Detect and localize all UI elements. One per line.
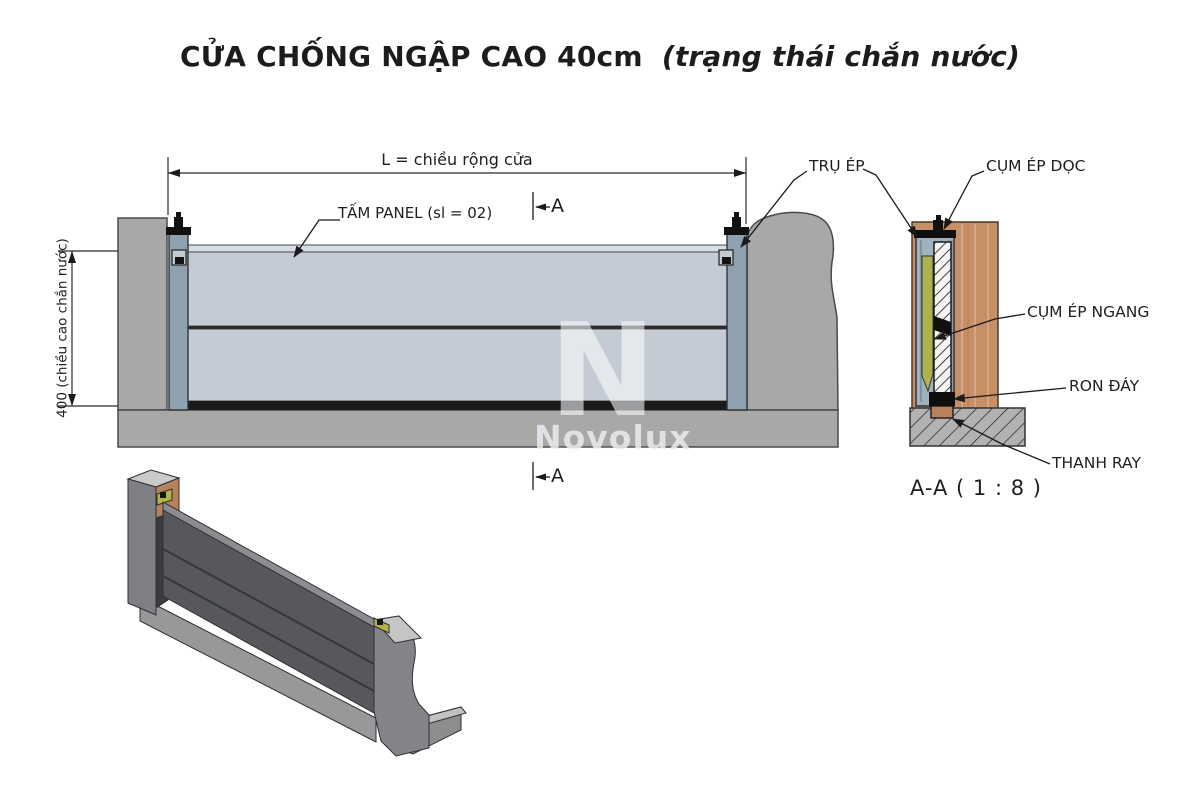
post-callout-label: TRỤ ÉP [809,157,865,175]
height-dimension-label: 400 (chiều cao chắn nước) [54,238,71,418]
clamp-bar [921,255,934,393]
section-cut-marks [532,192,550,490]
pillar-right [373,615,467,757]
elevation-view [58,157,839,490]
vertical-clamp-callout-label: CỤM ÉP DỌC [986,157,1086,175]
panel-callout-label: TẤM PANEL (sl = 02) [338,204,493,222]
right-post [718,212,749,411]
panel-upper [187,251,729,327]
mid-clamp-joint [934,316,951,336]
section-caption: A-A ( 1 : 8 ) [910,476,1042,500]
panel-stack [187,244,729,410]
right-wall [746,211,839,411]
vertical-clamp-assembly [914,215,956,238]
panel-lower [187,328,729,402]
base-walkway [139,596,377,743]
watermark-brand: Novolux [534,418,692,457]
title-main: CỬA CHỐNG NGẬP CAO 40cm [179,40,643,73]
left-wall [117,217,168,411]
section-view [740,168,1067,465]
width-dimension [167,157,747,224]
perspective-view [126,469,467,757]
title-sub: (trạng thái chắn nước) [661,40,1021,73]
height-dimension [58,250,118,407]
horizontal-clamp-callout-label: CỤM ÉP NGANG [1027,303,1150,321]
floor-slab [117,409,839,448]
leader-lines [740,168,1067,465]
concrete-floor-hatched [909,407,1026,447]
watermark-logo: N [549,297,657,446]
rail-callout-label: THANH RAY [1052,454,1141,472]
panel-divider [188,326,728,329]
bottom-gasket-callout-label: RON ĐÁY [1069,377,1140,395]
rail-block [930,405,954,419]
section-marker-bottom: A [551,465,564,487]
diagram-title: CỬA CHỐNG NGẬP CAO 40cm (trạng thái chắn… [0,40,1200,73]
watermark-tagline-smudge [548,449,666,458]
bottom-seal-strip [188,401,728,410]
barrier-panel-3d [162,501,375,714]
panel-top-rail [187,244,729,253]
width-dimension-label: L = chiều rộng cửa [381,150,533,169]
panel-callout-leader [293,219,340,258]
section-marker-top: A [551,195,564,217]
bottom-gasket [929,392,955,406]
left-post [166,212,191,411]
